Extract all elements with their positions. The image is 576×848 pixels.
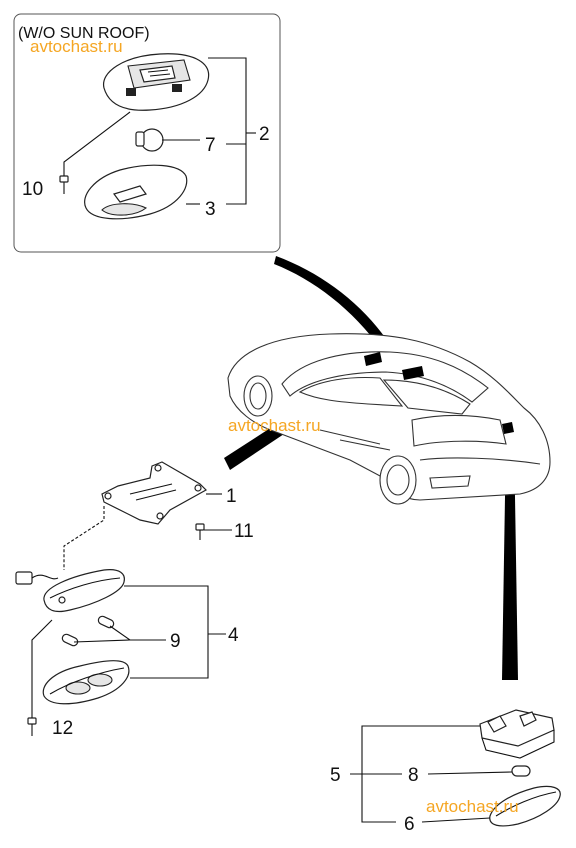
leader-9a — [73, 639, 131, 643]
watermark-top: avtochast.ru — [30, 37, 123, 56]
watermark-bottom: avtochast.ru — [426, 797, 519, 816]
trunk-lamp-lens — [489, 785, 561, 827]
lamp-terminal-right — [172, 84, 182, 92]
trunk-lamp-group: 5 8 6 — [330, 709, 561, 835]
callout-6: 6 — [404, 814, 415, 835]
map-lamp-bulb-left — [61, 633, 79, 647]
map-lamp-lens — [42, 660, 130, 705]
leader-9b — [109, 625, 166, 641]
room-lamp-housing — [103, 53, 210, 111]
bracket-2 — [208, 57, 247, 205]
leader-screw-10 — [63, 111, 131, 176]
callout-7: 7 — [205, 135, 216, 156]
leader-6 — [421, 817, 491, 823]
leader-bracket-lamp — [63, 506, 105, 570]
screw-12 — [27, 717, 37, 736]
inset-border — [13, 13, 281, 253]
callout-12: 12 — [52, 718, 73, 739]
leader-band-rear-lamp — [502, 436, 518, 680]
car-front-lamp-marker — [364, 352, 382, 366]
callout-2: 2 — [259, 124, 270, 145]
lamp-terminal-left — [126, 88, 136, 96]
callout-11: 11 — [234, 521, 254, 542]
callout-3: 3 — [205, 199, 216, 220]
map-lamp-bulb-right — [97, 615, 115, 629]
watermark-middle: avtochast.ru — [228, 416, 321, 435]
map-lamp-group: 1 11 4 9 12 — [15, 461, 254, 739]
trunk-lamp-housing — [479, 709, 555, 759]
inset-without-sunroof: (W/O SUN ROOF) — [13, 13, 281, 253]
lamp-bulb — [135, 128, 164, 152]
car-body — [227, 333, 551, 505]
callout-4: 4 — [228, 625, 239, 646]
callout-5: 5 — [330, 765, 341, 786]
trunk-lamp-bulb — [511, 765, 531, 777]
inset-caption: (W/O SUN ROOF) — [18, 25, 150, 42]
map-lamp-housing — [43, 569, 125, 613]
car-roof-lamp-marker — [402, 366, 424, 380]
screw-10 — [59, 175, 69, 194]
leader-8 — [427, 771, 513, 775]
wire-connector — [15, 571, 59, 585]
callout-1: 1 — [226, 486, 237, 507]
bracket-4 — [124, 585, 209, 679]
callout-10: 10 — [22, 179, 43, 200]
car-trunk-lamp-marker — [502, 422, 514, 434]
mounting-bracket — [101, 461, 207, 525]
screw-11 — [195, 523, 205, 540]
leader-screw-12 — [31, 619, 53, 718]
callout-8: 8 — [408, 765, 419, 786]
callout-9: 9 — [170, 631, 181, 652]
lamp-lens — [84, 164, 188, 220]
